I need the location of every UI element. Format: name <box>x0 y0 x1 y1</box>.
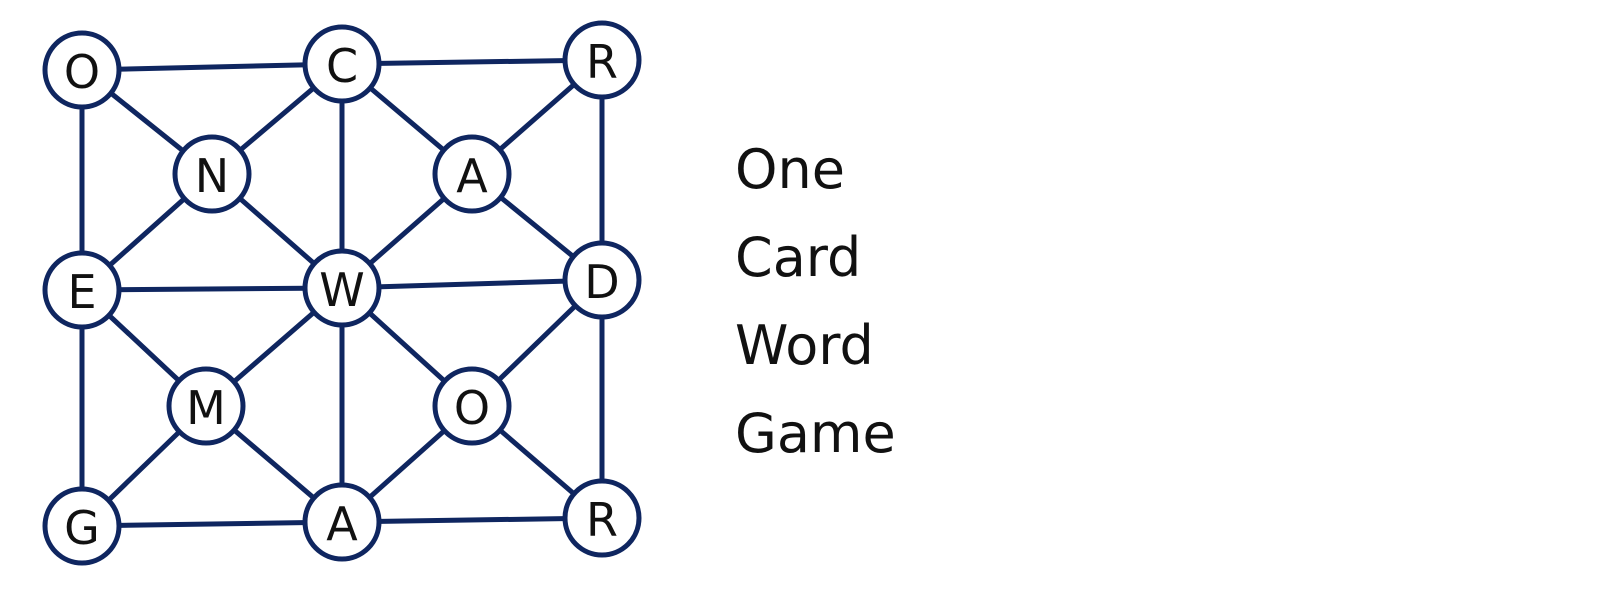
letter-node-n13[interactable]: R <box>562 478 642 558</box>
letter-node-n8[interactable]: D <box>562 240 642 320</box>
letter-node-circle <box>302 482 382 562</box>
letter-node-circle <box>166 366 246 446</box>
board-edge-n2-n3 <box>339 57 605 67</box>
letter-node-n3[interactable]: R <box>562 20 642 100</box>
letter-node-circle <box>562 478 642 558</box>
letter-node-circle <box>42 250 122 330</box>
word-card: Card <box>735 226 862 289</box>
letter-node-circle <box>432 366 512 446</box>
letter-node-label: O <box>64 45 100 99</box>
letter-node-n2[interactable]: C <box>302 24 382 104</box>
letter-node-label: A <box>456 149 488 203</box>
letter-node-circle <box>302 248 382 328</box>
letter-node-n9[interactable]: M <box>166 366 246 446</box>
letter-node-circle <box>432 134 512 214</box>
letter-node-label: O <box>454 381 490 435</box>
word-word: Word <box>735 314 874 377</box>
letter-node-circle <box>562 240 642 320</box>
letter-grid-board: O C R N A E W D M O G A R <box>42 20 642 566</box>
letter-node-n10[interactable]: O <box>432 366 512 446</box>
word-one: One <box>735 138 845 201</box>
letter-node-circle <box>302 24 382 104</box>
board-edge-n11-n12 <box>79 519 345 529</box>
letter-node-label: N <box>195 149 229 203</box>
letter-node-label: D <box>584 255 619 309</box>
letter-node-label: R <box>586 493 618 547</box>
letter-node-n7[interactable]: W <box>302 248 382 328</box>
letter-node-label: A <box>326 497 358 551</box>
board-edge-n7-n8 <box>339 277 605 291</box>
letter-node-n11[interactable]: G <box>42 486 122 566</box>
board-edge-n1-n2 <box>79 61 345 73</box>
word-list: One Card Word Game <box>735 126 896 478</box>
letter-node-n12[interactable]: A <box>302 482 382 562</box>
board-edge-n12-n13 <box>339 515 605 525</box>
letter-node-n4[interactable]: N <box>172 134 252 214</box>
board-nodes: O C R N A E W D M O G A R <box>42 20 642 566</box>
letter-node-label: E <box>67 265 96 319</box>
letter-node-circle <box>562 20 642 100</box>
letter-node-label: C <box>326 39 358 93</box>
letter-node-label: M <box>186 381 226 435</box>
word-game: Game <box>735 402 896 465</box>
letter-node-label: W <box>319 263 364 317</box>
letter-node-circle <box>42 486 122 566</box>
letter-node-label: R <box>586 35 618 89</box>
letter-node-circle <box>172 134 252 214</box>
board-edge-n6-n7 <box>79 285 345 293</box>
letter-node-n1[interactable]: O <box>42 30 122 110</box>
letter-node-circle <box>42 30 122 110</box>
letter-node-n6[interactable]: E <box>42 250 122 330</box>
letter-node-n5[interactable]: A <box>432 134 512 214</box>
letter-node-label: G <box>64 501 100 555</box>
